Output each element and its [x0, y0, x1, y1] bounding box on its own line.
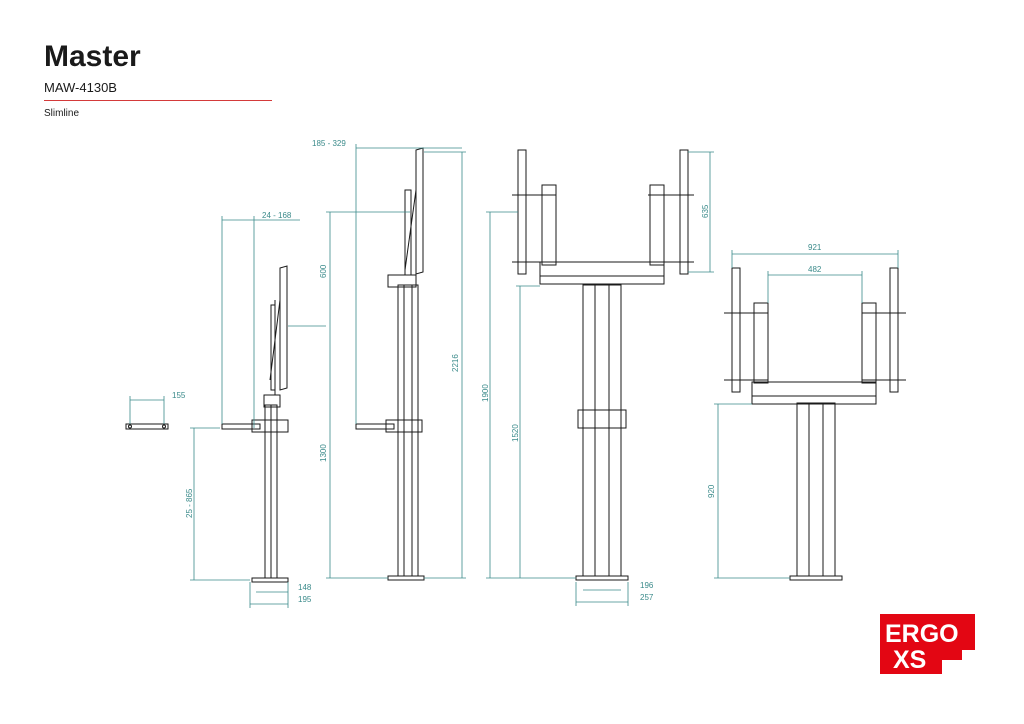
title-divider: [44, 100, 272, 101]
logo-line1: ERGO: [885, 620, 959, 648]
dim-635: 635: [701, 204, 710, 218]
front-view-high: [512, 149, 694, 581]
dim-155: 155: [172, 391, 186, 400]
side-view-low: [221, 265, 289, 583]
side-view-high: [355, 147, 425, 581]
dim-195: 195: [298, 595, 312, 604]
dim-185-329: 185 - 329: [312, 139, 346, 148]
logo-line2: XS: [893, 646, 926, 674]
dimension-lines: [129, 144, 899, 608]
dim-1900: 1900: [481, 384, 490, 402]
dim-25-865: 25 - 865: [185, 488, 194, 518]
front-view-low: [724, 267, 906, 581]
dim-920: 920: [707, 484, 716, 498]
dim-482: 482: [808, 265, 822, 274]
dim-921: 921: [808, 243, 822, 252]
dim-1520: 1520: [511, 424, 520, 442]
dim-24-168: 24 - 168: [262, 211, 292, 220]
dim-600: 600: [319, 264, 328, 278]
dim-1300: 1300: [319, 444, 328, 462]
dim-196: 196: [640, 581, 654, 590]
variant-label: Slimline: [44, 108, 80, 119]
ergoxs-logo: ERGO XS: [880, 614, 975, 674]
dim-257: 257: [640, 593, 654, 602]
page-title: Master: [44, 40, 141, 73]
dim-148: 148: [298, 583, 312, 592]
bracket-part-view: [125, 423, 169, 430]
dim-2216: 2216: [451, 354, 460, 372]
model-number: MAW-4130B: [44, 80, 117, 95]
